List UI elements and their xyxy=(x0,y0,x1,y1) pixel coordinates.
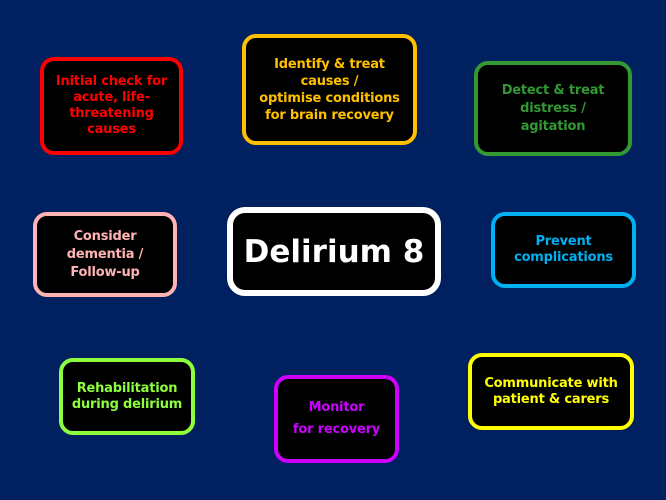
center-node-delirium-8: Delirium 8 xyxy=(227,207,441,296)
node-label: Initial check for acute, life- threateni… xyxy=(55,74,168,137)
node-consider-dementia: Consider dementia / Follow-up xyxy=(33,212,177,297)
node-communicate: Communicate with patient & carers xyxy=(468,353,634,430)
center-label: Delirium 8 xyxy=(243,233,425,270)
node-label: Rehabilitation during delirium xyxy=(71,380,183,412)
node-label: Prevent complications xyxy=(514,234,613,265)
node-initial-check: Initial check for acute, life- threateni… xyxy=(40,57,183,155)
node-label: Detect & treat distress / agitation xyxy=(501,82,605,134)
node-label: Communicate with patient & carers xyxy=(484,375,618,407)
node-monitor-recovery: Monitor for recovery xyxy=(274,375,399,463)
node-prevent-complications: Prevent complications xyxy=(491,212,636,288)
node-rehabilitation: Rehabilitation during delirium xyxy=(59,358,195,435)
node-label: Consider dementia / Follow-up xyxy=(66,228,144,280)
node-detect-treat-distress: Detect & treat distress / agitation xyxy=(474,61,632,156)
node-label: Monitor for recovery xyxy=(292,400,381,437)
node-label: Identify & treat causes / optimise condi… xyxy=(259,56,400,123)
node-identify-treat-causes: Identify & treat causes / optimise condi… xyxy=(242,34,417,145)
